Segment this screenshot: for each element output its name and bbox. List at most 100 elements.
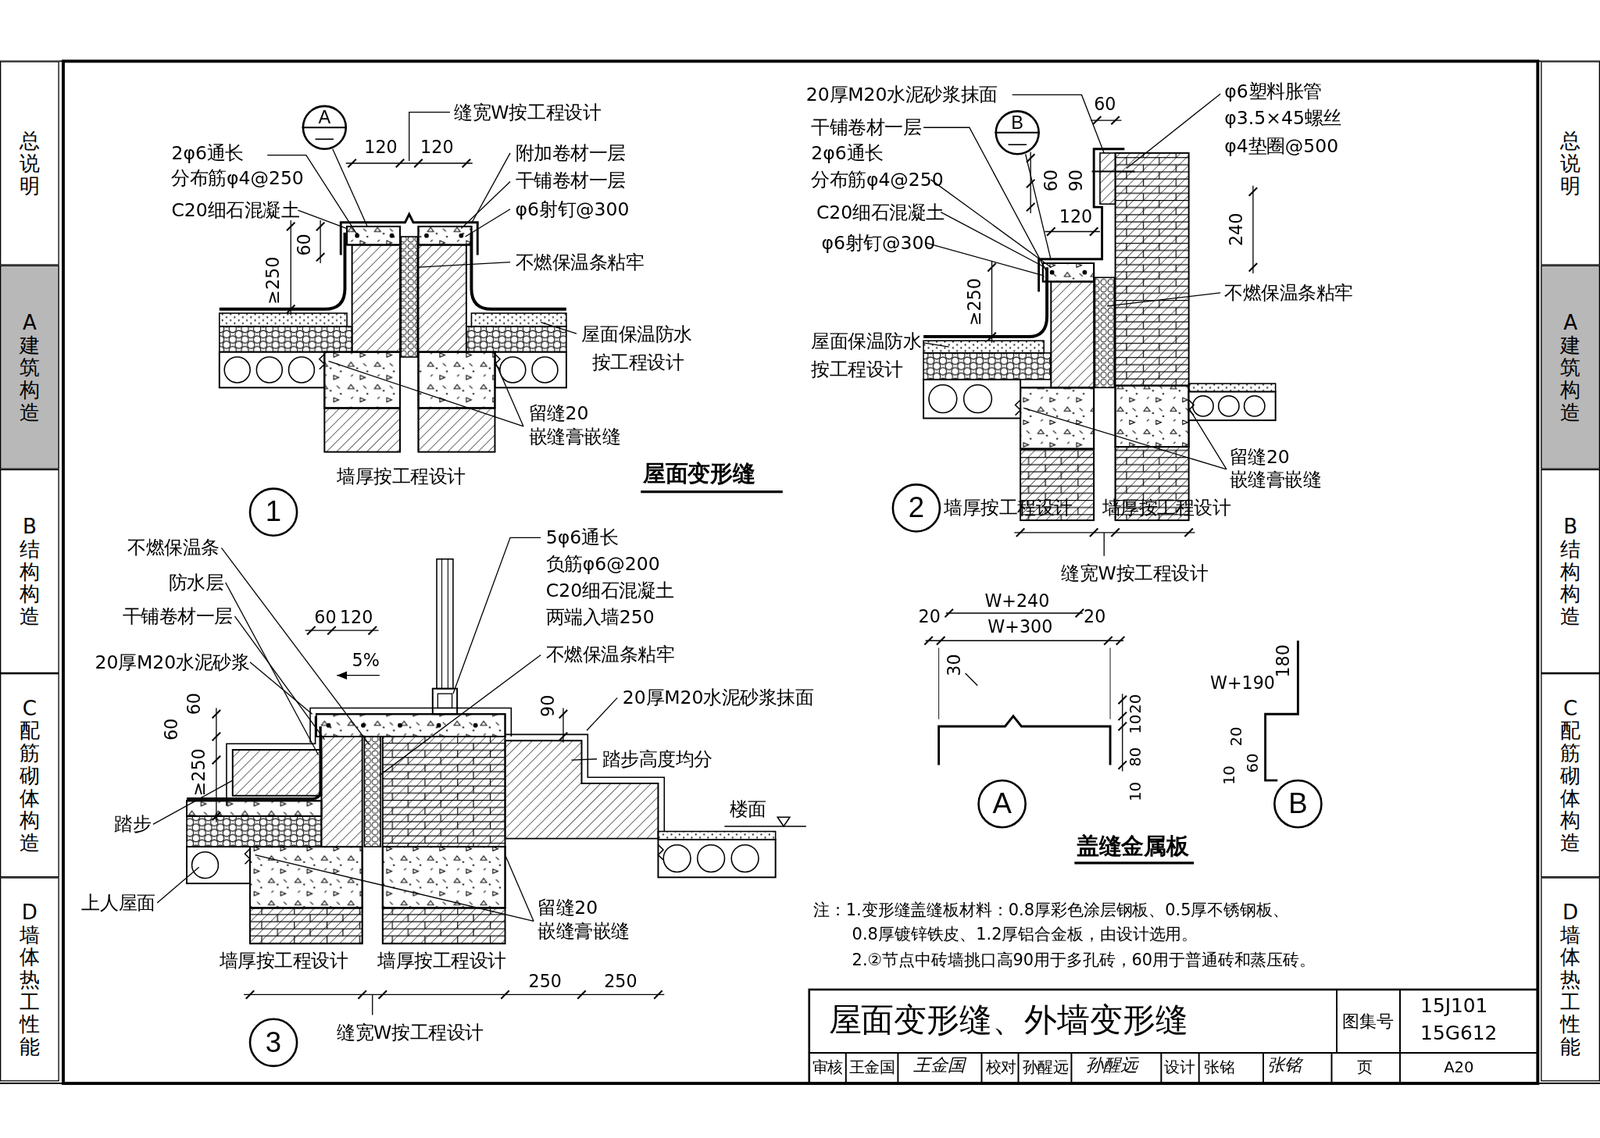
leader-line [234,616,325,740]
cover-plate-a [939,716,1111,766]
slab-core [192,852,219,879]
rebar-dot [436,723,442,729]
dimension-tick [212,732,221,741]
annotation-label: 按工程设计 [810,359,904,380]
annotation-label: 页 [1357,1059,1373,1077]
leader-line [1023,407,1227,469]
tab-text: A建筑构造 [1560,310,1581,424]
title-block [1017,1053,1020,1084]
dimension-text: ≥250 [964,278,984,326]
dimension-text: 80 [1127,747,1145,768]
slab-core [928,385,958,414]
annotation-label: A20 [1443,1059,1474,1077]
dimension-tick [577,990,586,999]
hollow-slab [494,352,566,389]
leader-line [540,322,577,334]
annotation-label: W+300 [987,617,1053,636]
annotation-label: 墙厚按工程设计 [336,466,466,487]
dimension-line [305,630,379,632]
dimension-tick [368,626,377,635]
dimension-tick [316,222,325,231]
signature: 王金国 [913,1056,966,1075]
annotation-label: 图集号 [1342,1012,1395,1032]
dimension-line [925,640,1124,642]
rebar-dot [1082,270,1088,275]
dimension-line [215,707,217,822]
dimension-text: ≥250 [189,748,208,797]
dimension-tick [1110,116,1119,125]
dimension-tick [1089,227,1098,236]
annotation-label: 20厚M20水泥砂浆抹面 [622,687,815,708]
dimension-tick [559,710,568,718]
groove [244,844,664,865]
arrow-head [336,671,347,679]
tab-text: 总说明 [1560,129,1581,197]
dimension-line [1121,693,1123,772]
annotation-label: φ6射钉@300 [821,232,936,254]
brick-wall [250,907,363,944]
dimension-tick [1026,203,1035,211]
annotation-label: 2.②节点中砖墙挑口高90用于多孔砖，60用于普通砖和蒸压砖。 [852,950,1316,969]
title-block [896,1053,899,1084]
dimension-tick [1118,722,1127,731]
dimension-tick [347,159,356,168]
dimension-text: 60 [161,718,181,741]
dimension-tick [1110,528,1119,537]
concrete-fill [316,714,506,737]
slab-core [731,845,759,873]
dimension-line [243,994,665,996]
dimension-text: 10 [1127,714,1145,735]
title-block [1160,1053,1162,1084]
insulation-strip [400,236,418,358]
annotation-label: C20细石混凝土 [816,202,945,223]
leader-line [940,212,1045,268]
dimension-tick [944,609,953,618]
section-tab: 总说明 [0,60,60,265]
hollow-slab [657,839,775,878]
leader-line [923,342,950,347]
dimension-tick [316,253,325,261]
roof-screed [923,340,1044,354]
concrete-fill [250,846,363,908]
dimension-tick [286,222,295,231]
annotation-label: 附加卷材一层 [515,142,626,164]
annotation-label: 20厚M20水泥砂浆 [94,652,250,673]
dimension-tick [357,990,366,999]
dimension-line [346,162,473,164]
annotation-label: 15G612 [1420,1022,1497,1044]
annotation-label: 留缝20 [537,897,598,918]
dimension-text: 90 [538,695,558,718]
annotation-label: 5% [352,650,380,670]
dimension-tick [396,159,404,168]
brick-wall [382,736,506,847]
roof-insulation [466,326,567,353]
dimension-text: 240 [1227,213,1247,247]
hollow-slab [219,352,325,389]
leader-line [328,360,524,427]
title-block [845,1053,847,1084]
leader-line [379,655,541,776]
leader-line [586,697,618,731]
annotation-label: 20 [1083,607,1106,626]
dimension-tick [1116,636,1125,645]
sheet-border [0,60,1600,1084]
screw [1092,170,1136,172]
annotation-label: 2φ6通长 [810,142,883,164]
joint-line [362,846,383,944]
annotation-label: 不燃保温条粘牢 [546,644,675,665]
annotation-label: 屋面保温防水 [810,331,922,352]
dimension-line [1044,231,1100,233]
title-block [1198,1053,1200,1084]
callout-number: — [1007,132,1027,154]
dimension-tick [1118,696,1127,704]
dimension-tick [1103,636,1112,645]
dimension-tick [212,756,221,765]
leader-line [332,149,368,227]
concrete-fill [1115,385,1190,447]
leader-line [925,242,1043,276]
annotation-label: 盖缝金属板 [1076,834,1190,860]
callout-number: — [315,127,335,148]
annotation-label: 250 [528,972,562,992]
leader-line [267,155,358,236]
annotation-label: 嵌缝膏嵌缝 [1229,469,1322,490]
